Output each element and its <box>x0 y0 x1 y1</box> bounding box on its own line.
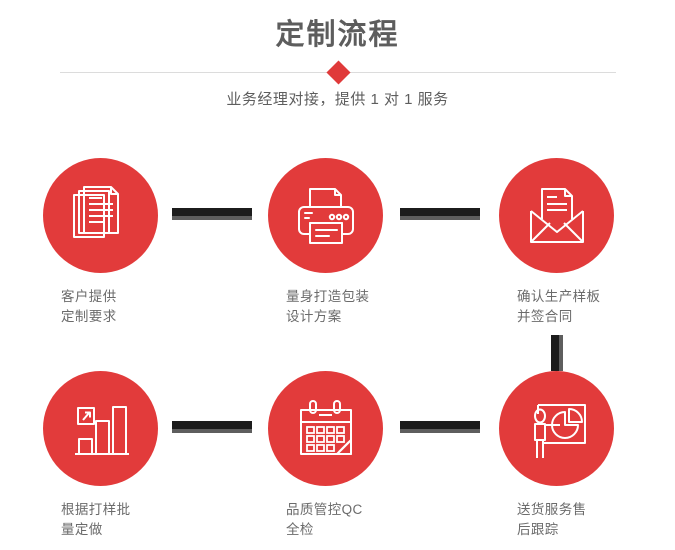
process-step-5[interactable]: 品质管控QC 全检 <box>240 371 410 540</box>
connector-shadow <box>559 335 563 371</box>
printer-icon <box>297 187 354 244</box>
documents-stack-icon <box>72 185 119 238</box>
connector-step1-step2 <box>172 208 252 220</box>
page-subtitle: 业务经理对接，提供 1 对 1 服务 <box>226 91 449 108</box>
step-1-icon-circle <box>43 158 158 273</box>
step-6-icon-circle <box>499 371 614 486</box>
step-2-label: 量身打造包装 设计方案 <box>286 289 370 324</box>
step-4-label: 根据打样批 量定做 <box>61 502 131 537</box>
connector-shadow <box>172 216 252 220</box>
calendar-icon <box>299 399 352 455</box>
connector-step2-step3 <box>400 208 480 220</box>
connector-step5-step6 <box>400 421 480 433</box>
process-step-3[interactable]: 确认生产样板 并签合同 <box>471 158 641 327</box>
process-step-1[interactable]: 客户提供 定制要求 <box>15 158 185 327</box>
step-2-icon-circle <box>268 158 383 273</box>
process-step-2[interactable]: 量身打造包装 设计方案 <box>240 158 410 327</box>
title-divider <box>60 60 616 85</box>
presenter-pie-chart-icon <box>533 403 586 458</box>
step-5-label: 品质管控QC 全检 <box>286 502 363 537</box>
connector-step4-step5 <box>172 421 252 433</box>
connector-bar <box>172 208 252 216</box>
connector-step3-step6 <box>551 335 563 371</box>
step-3-icon-circle <box>499 158 614 273</box>
bar-chart-growth-icon <box>74 405 129 455</box>
step-4-icon-circle <box>43 371 158 486</box>
connector-bar <box>400 421 480 429</box>
connector-bar <box>400 208 480 216</box>
header: 定制流程 业务经理对接，提供 1 对 1 服务 <box>0 0 675 130</box>
step-6-label: 送货服务售 后跟踪 <box>517 502 587 537</box>
step-5-icon-circle <box>268 371 383 486</box>
connector-shadow <box>172 429 252 433</box>
connector-bar <box>551 335 559 371</box>
connector-bar <box>172 421 252 429</box>
step-1-label: 客户提供 定制要求 <box>61 289 117 324</box>
envelope-letter-icon <box>529 187 584 243</box>
connector-shadow <box>400 216 480 220</box>
connector-shadow <box>400 429 480 433</box>
step-3-label: 确认生产样板 并签合同 <box>517 289 601 324</box>
process-step-4[interactable]: 根据打样批 量定做 <box>15 371 185 540</box>
process-step-6[interactable]: 送货服务售 后跟踪 <box>471 371 641 540</box>
page-title: 定制流程 <box>275 19 400 51</box>
